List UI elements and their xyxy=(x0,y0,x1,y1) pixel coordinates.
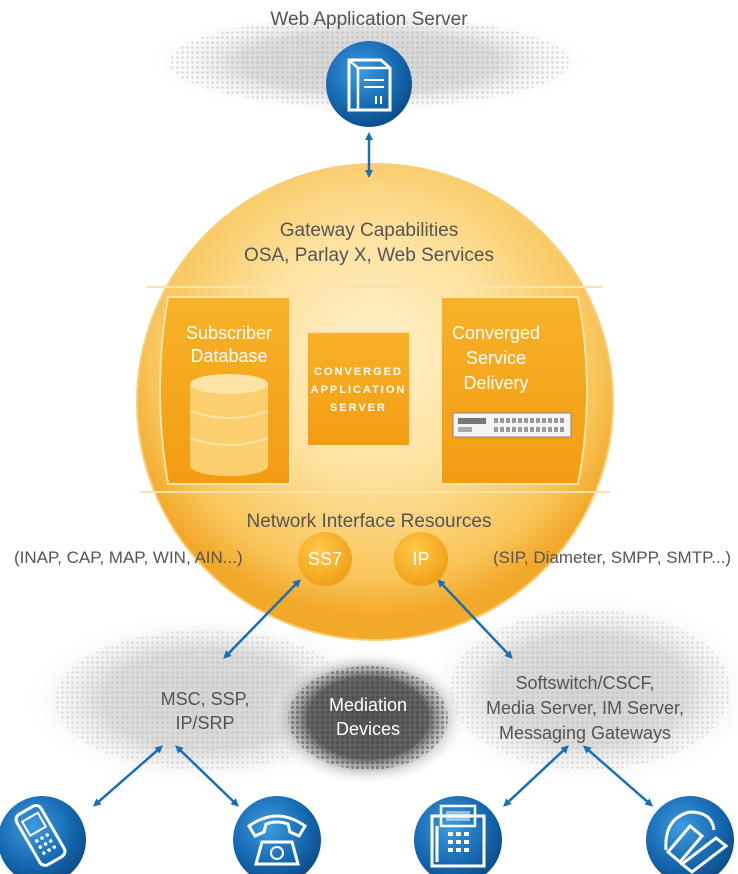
arrow-msc-deskphone xyxy=(175,745,239,807)
softswitch-label-line1: Softswitch/CSCF, xyxy=(515,673,655,693)
mediation-label-line2: Devices xyxy=(335,719,401,739)
gateway-subtitle: OSA, Parlay X, Web Services xyxy=(244,245,494,266)
service-delivery-label-line1: Converged xyxy=(451,323,541,343)
msc-label-line1: MSC, SSP, xyxy=(160,689,250,709)
msc-label-line2: IP/SRP xyxy=(175,713,235,733)
mediation-label-line1: Mediation xyxy=(328,695,408,715)
arrow-ip-softswitch xyxy=(437,579,513,659)
ip-phone-icon xyxy=(414,796,502,874)
subscriber-db-label-line2: Database xyxy=(190,346,268,366)
desk-phone-icon xyxy=(233,796,321,874)
arrow-softswitch-ipdesk xyxy=(582,745,654,807)
arrow-softswitch-ipphone xyxy=(503,745,569,807)
subscriber-db-label-line1: Subscriber xyxy=(185,323,273,343)
mobile-phone-icon xyxy=(0,796,86,874)
arrow-msc-mobile xyxy=(92,745,164,807)
ip-protocols: (SIP, Diameter, SMPP, SMTP...) xyxy=(493,548,732,567)
softswitch-label-line3: Messaging Gateways xyxy=(498,723,672,743)
server-icon xyxy=(326,41,412,127)
ss7-protocols: (INAP, CAP, MAP, WIN, AIN...) xyxy=(14,548,243,567)
cas-label-line3: SERVER xyxy=(329,402,388,414)
ss7-badge: SS7 xyxy=(298,532,352,586)
rack-device-icon xyxy=(452,412,572,438)
database-icon xyxy=(189,374,269,476)
gateway-title: Gateway Capabilities xyxy=(279,220,459,241)
service-delivery-label-line2: Service xyxy=(465,348,527,368)
ip-badge: IP xyxy=(394,532,448,586)
cas-box xyxy=(306,331,411,447)
cas-label-line2: APPLICATION xyxy=(310,384,407,396)
mediation-cloud xyxy=(268,650,468,786)
network-interface-label: Network Interface Resources xyxy=(246,511,492,532)
service-delivery-label-line3: Delivery xyxy=(463,373,529,393)
web-server-label: Web Application Server xyxy=(270,9,468,30)
softswitch-label-line2: Media Server, IM Server, xyxy=(485,698,685,718)
ip-desk-phone-icon xyxy=(646,796,734,874)
cas-label-line1: CONVERGED xyxy=(314,366,403,378)
arrow-ss7-msc xyxy=(223,579,301,659)
